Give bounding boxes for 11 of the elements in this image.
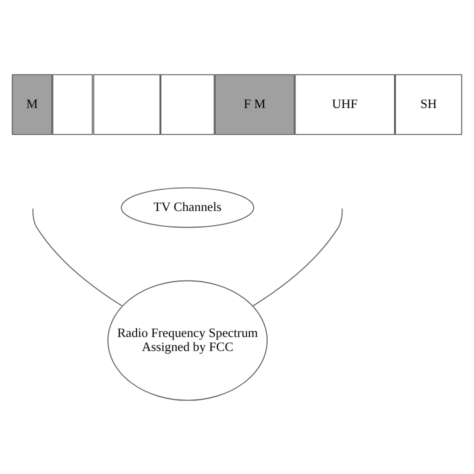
node-box	[52, 74, 93, 134]
node-ellipse: TV Channels	[120, 186, 254, 228]
node-box: SH	[395, 74, 462, 134]
connector	[32, 208, 122, 306]
connector	[252, 208, 343, 306]
node-box	[93, 74, 160, 134]
node-box	[160, 74, 215, 134]
node-box: M	[12, 74, 52, 134]
node-box: UHF	[294, 74, 395, 134]
node-box: F M	[214, 74, 295, 134]
node-ellipse: Radio Frequency Spectrum Assigned by FCC	[107, 280, 268, 400]
